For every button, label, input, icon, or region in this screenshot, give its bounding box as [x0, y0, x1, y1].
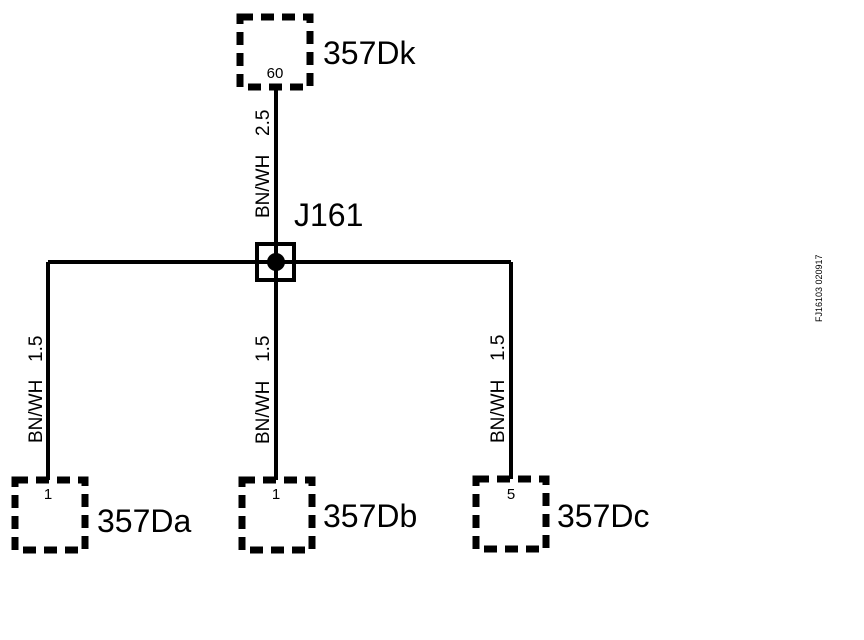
connector-top-pin: 60 — [267, 65, 284, 82]
connector-left-pin: 1 — [44, 486, 52, 503]
connector-right-pin: 5 — [507, 486, 515, 503]
connector-middle: 1 — [238, 476, 316, 554]
connector-left: 1 — [11, 476, 89, 554]
connector-right-label: 357Dc — [557, 498, 650, 534]
wire-left-size: 1.5 — [26, 336, 47, 362]
splice-dot — [267, 253, 285, 271]
wire-top-size: 2.5 — [253, 110, 274, 136]
connector-middle-pin: 1 — [272, 486, 280, 503]
splice-j161 — [255, 242, 296, 282]
wire-right-size: 1.5 — [488, 335, 509, 361]
connector-top-label: 357Dk — [323, 35, 417, 71]
wire-middle-color: BN/WH — [253, 381, 274, 444]
connector-right: 5 — [472, 475, 550, 553]
connector-top: 60 — [236, 13, 314, 91]
wire-left-color: BN/WH — [26, 380, 47, 443]
splice-label: J161 — [294, 197, 363, 233]
wire-top-color: BN/WH — [253, 155, 274, 218]
wire-middle-size: 1.5 — [253, 336, 274, 362]
wire-right-color: BN/WH — [488, 380, 509, 443]
connector-left-label: 357Da — [97, 503, 192, 539]
connector-middle-label: 357Db — [323, 498, 417, 534]
reference-code: FJ16103 020917 — [814, 254, 824, 322]
